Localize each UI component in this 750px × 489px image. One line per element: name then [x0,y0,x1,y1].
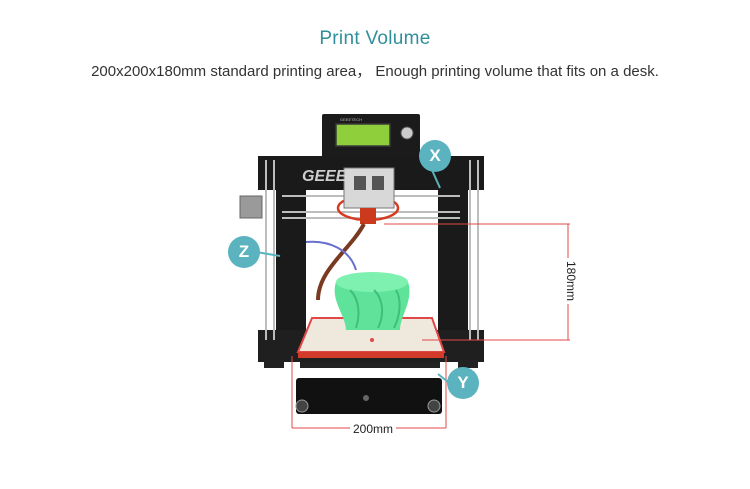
z-axis-badge: Z [228,236,260,268]
frame-brand-text: GEEE [302,168,348,185]
printed-model [334,272,410,330]
axis-pointers [255,169,449,383]
height-dimension-label: 180mm [564,257,579,305]
wire-bundle [305,240,357,271]
x-axis-badge: X [419,140,451,172]
page-subtitle: 200x200x180mm standard printing area， En… [91,63,659,80]
page-title: Print Volume [319,28,431,49]
extruder-carriage [336,167,400,224]
width-dimension-label: 200mm [350,422,397,436]
printer-frame [258,156,484,368]
lcd-control-box: GEEETECH [322,114,420,160]
print-bed [296,317,446,358]
filament-tube [316,223,366,301]
lcd-brand-text: GEEETECH [340,117,362,122]
y-carriage [295,362,442,414]
z-motor-left [239,195,263,219]
y-axis-badge: Y [447,367,479,399]
